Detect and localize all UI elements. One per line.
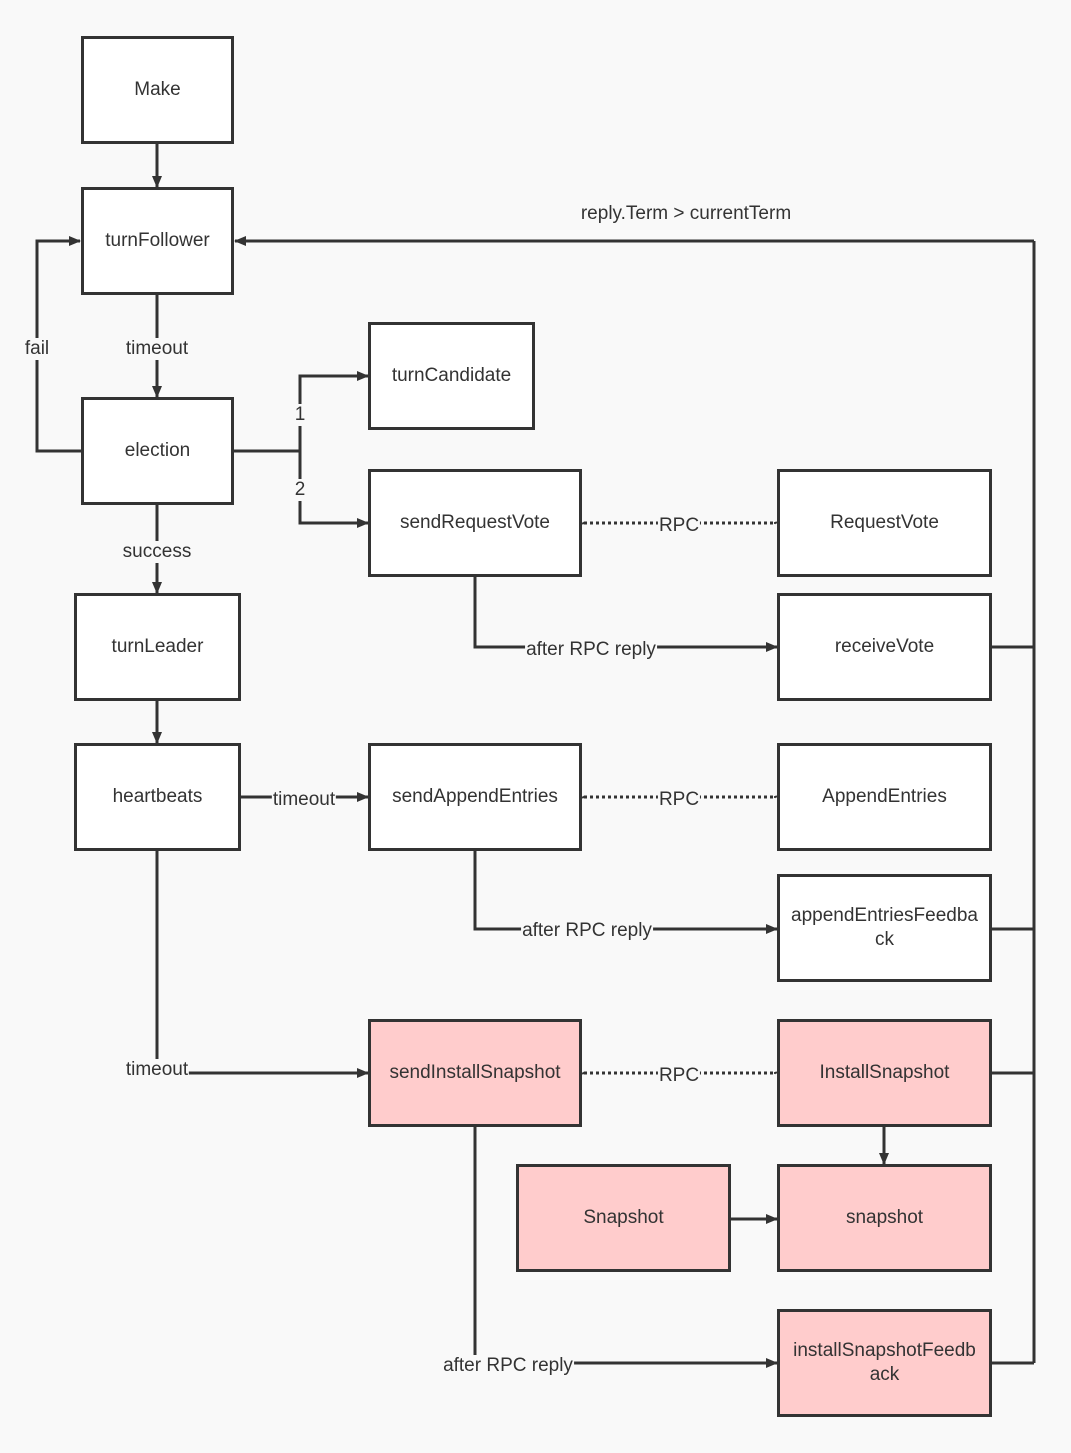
node-install-snapshot: InstallSnapshot [777,1019,992,1127]
node-snapshot-upper: Snapshot [516,1164,731,1272]
node-request-vote: RequestVote [777,469,992,577]
label-after-rpc-reply-snapshot: after RPC reply [442,1355,574,1377]
node-receive-vote: receiveVote [777,593,992,701]
label-branch-2: 2 [293,479,307,501]
node-heartbeats: heartbeats [74,743,241,851]
label-rpc-request-vote: RPC [657,515,701,537]
edge-sendrequestvote-to-receivevote [473,577,778,652]
node-send-install-snapshot: sendInstallSnapshot [368,1019,582,1127]
label-after-rpc-reply-append: after RPC reply [521,920,653,942]
node-send-append-entries: sendAppendEntries [368,743,582,851]
node-install-snapshot-feedback: installSnapshotFeedback [777,1309,992,1417]
node-turn-candidate: turnCandidate [368,322,535,430]
label-timeout-follower: timeout [124,338,190,360]
label-rpc-append-entries: RPC [657,789,701,811]
node-append-entries-feedback: appendEntriesFeedback [777,874,992,982]
label-fail: fail [23,338,51,360]
node-election: election [81,397,234,505]
node-make: Make [81,36,234,144]
label-timeout-append: timeout [271,789,337,811]
node-snapshot-lower: snapshot [777,1164,992,1272]
edge-sendappendentries-to-feedback [473,851,778,934]
node-send-request-vote: sendRequestVote [368,469,582,577]
label-after-rpc-reply-vote: after RPC reply [525,639,657,661]
node-append-entries: AppendEntries [777,743,992,851]
label-rpc-install-snapshot: RPC [657,1065,701,1087]
label-success: success [121,541,193,563]
label-timeout-snapshot: timeout [124,1059,190,1081]
label-branch-1: 1 [293,404,307,426]
node-turn-follower: turnFollower [81,187,234,295]
edge-branch-to-sendrequestvote [298,451,369,528]
edge-heartbeats-to-sendinstallsnapshot [155,851,369,1078]
label-reply-term: reply.Term > currentTerm [580,203,792,224]
node-turn-leader: turnLeader [74,593,241,701]
edge-branch-to-turncandidate [298,371,369,451]
